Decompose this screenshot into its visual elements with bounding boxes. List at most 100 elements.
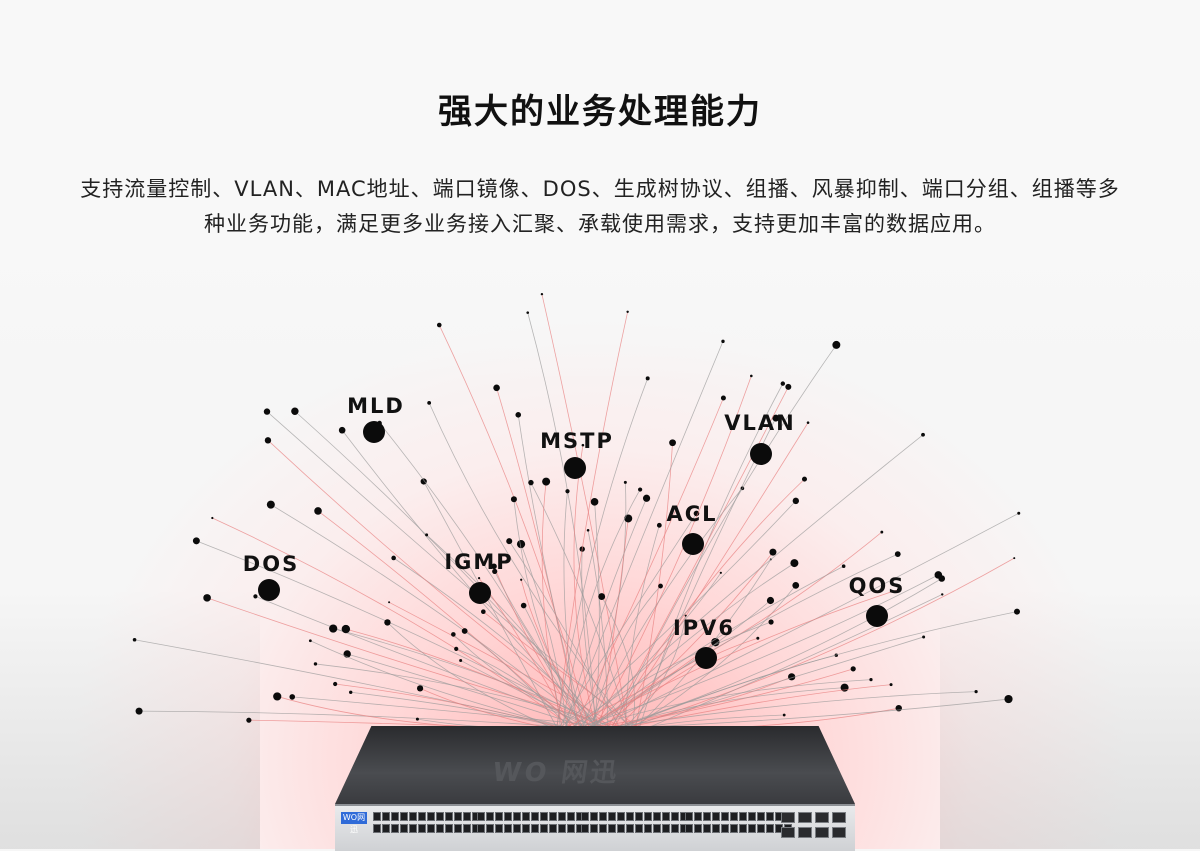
ethernet-port (703, 812, 711, 821)
network-node (782, 713, 786, 717)
ethernet-port (748, 812, 756, 821)
network-node (506, 538, 513, 545)
network-node (520, 602, 527, 609)
ethernet-port (373, 812, 381, 821)
ethernet-port (712, 824, 720, 833)
network-line (530, 482, 630, 731)
sfp-port (832, 812, 846, 823)
tag-dot-vlan (750, 443, 772, 465)
network-line (588, 565, 844, 731)
network-node (493, 384, 500, 392)
network-line (624, 525, 660, 731)
ethernet-port (599, 824, 607, 833)
network-node (516, 540, 526, 549)
network-node (491, 563, 497, 570)
network-node (289, 694, 296, 700)
network-line (333, 628, 617, 731)
ethernet-port (400, 812, 408, 821)
ethernet-port (644, 824, 652, 833)
tag-label-acl: ACL (666, 502, 718, 526)
network-line (270, 504, 596, 731)
network-line (453, 634, 592, 731)
network-node (841, 564, 846, 569)
ethernet-port (581, 812, 589, 821)
ethernet-port (418, 812, 426, 821)
network-node (436, 322, 442, 328)
network-node (203, 594, 211, 602)
switch-front-panel: WO网迅 (335, 804, 855, 851)
tag-label-qos: QOS (848, 574, 906, 598)
ethernet-port (477, 824, 485, 833)
network-line (317, 510, 580, 731)
ethernet-port (567, 824, 575, 833)
network-line (387, 622, 558, 731)
network-node (341, 624, 351, 634)
ethernet-port (757, 824, 765, 833)
network-line (581, 679, 872, 731)
network-node (451, 632, 456, 637)
ethernet-port (766, 824, 774, 833)
network-node (889, 683, 893, 687)
tag-label-vlan: VLAN (724, 411, 796, 435)
network-node (391, 555, 396, 561)
network-line (620, 557, 1015, 731)
ethernet-port (400, 824, 408, 833)
ethernet-port (617, 824, 625, 833)
network-line (572, 574, 939, 731)
tag-dot-mld (363, 421, 385, 443)
network-line (541, 481, 564, 731)
ethernet-port (531, 812, 539, 821)
network-line (379, 422, 583, 731)
network-node (416, 685, 424, 692)
network-node (792, 497, 800, 505)
network-node (693, 510, 700, 517)
network-line (438, 324, 590, 731)
network-node (528, 479, 534, 486)
network-node (720, 395, 726, 401)
network-node (291, 407, 299, 415)
ethernet-port (703, 824, 711, 833)
ethernet-port (617, 812, 625, 821)
tag-dot-igmp (469, 582, 491, 604)
switch-logo: WO 网迅 (490, 758, 622, 788)
ethernet-port (522, 824, 530, 833)
network-line (611, 422, 809, 731)
port-block-4 (685, 812, 792, 833)
network-node (880, 530, 884, 534)
network-line (520, 543, 568, 731)
ethernet-port (513, 824, 521, 833)
network-node (333, 681, 338, 687)
port-block-1 (373, 812, 480, 833)
ethernet-port (558, 812, 566, 821)
network-node (477, 577, 481, 580)
network-line (601, 596, 636, 731)
network-node (623, 480, 627, 484)
network-node (586, 528, 590, 532)
ethernet-port (436, 812, 444, 821)
network-node (1013, 557, 1016, 560)
left-shade (0, 589, 260, 849)
ethernet-port (757, 812, 765, 821)
page-title: 强大的业务处理能力 (438, 92, 762, 132)
network-node (454, 646, 459, 652)
ethernet-port (382, 824, 390, 833)
tag-label-dos: DOS (242, 552, 300, 576)
network-line (557, 513, 697, 731)
network-node (211, 516, 214, 520)
network-node (415, 717, 419, 721)
ethernet-port (730, 812, 738, 821)
network-node (135, 707, 143, 715)
network-node (624, 514, 633, 523)
network-node (896, 588, 900, 591)
ethernet-port (418, 824, 426, 833)
network-node (308, 639, 312, 643)
ethernet-port (721, 824, 729, 833)
network-node (132, 637, 137, 642)
ethernet-port (671, 824, 679, 833)
network-line (255, 596, 606, 731)
network-line (600, 551, 774, 731)
ethernet-port (608, 812, 616, 821)
network-line (589, 562, 795, 731)
network-node (785, 383, 792, 390)
network-line (584, 553, 898, 731)
